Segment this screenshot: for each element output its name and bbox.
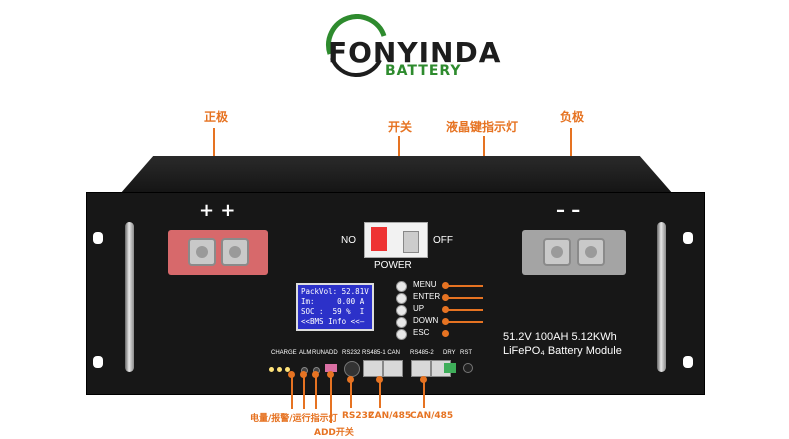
switch-off-label: OFF <box>433 235 453 246</box>
up-button[interactable] <box>396 305 407 316</box>
leds-leader-line <box>291 373 293 409</box>
power-breaker[interactable] <box>364 222 428 258</box>
add-dip-switch[interactable] <box>325 364 337 372</box>
key-leader-line <box>445 297 483 299</box>
rs232-leader-line <box>350 378 352 408</box>
spec-line-2: LiFePO₄ Battery Module <box>503 345 622 357</box>
menu-button[interactable] <box>396 281 407 292</box>
leds-leader-dot <box>288 371 295 378</box>
rs485-2-port-a[interactable] <box>411 360 431 377</box>
rst-label: RST <box>460 350 472 356</box>
charge-led-icon <box>285 367 290 372</box>
leds-leader-line <box>315 373 317 409</box>
logo-subtitle: BATTERY <box>385 63 462 79</box>
rs485-1-label: RS485-1 CAN <box>362 350 401 356</box>
esc-label: ESC <box>413 328 430 337</box>
dry-label: DRY <box>443 350 456 356</box>
down-label: DOWN <box>413 316 439 325</box>
dry-contact[interactable] <box>444 363 456 373</box>
charge-led-icon <box>269 367 274 372</box>
enter-label: ENTER <box>413 292 441 301</box>
key-leader-dot <box>442 294 449 301</box>
key-leader-line <box>445 309 483 311</box>
charge-label: CHARGE <box>271 350 297 356</box>
enter-button[interactable] <box>396 293 407 304</box>
lcd-line: Im: 0.00 A <box>301 297 365 306</box>
can485-a-leader-dot <box>376 376 383 383</box>
negative-signs: – – <box>556 200 581 221</box>
leds-annotation: 电量/报警/运行指示灯 <box>250 414 338 424</box>
negative-leader-line <box>570 128 572 166</box>
key-leader-line <box>445 285 483 287</box>
lcd-display: PackVol: 52.81V Im: 0.00 A SOC : 59 % I … <box>296 283 374 331</box>
breaker-red-icon <box>371 227 387 251</box>
lcd-line: <<BMS Info <<— <box>301 317 365 326</box>
can485-b-leader-dot <box>420 376 427 383</box>
leds-leader-dot <box>312 371 319 378</box>
menu-label: MENU <box>413 280 437 289</box>
logo-swoosh-icon <box>326 14 387 78</box>
key-leader-dot <box>442 306 449 313</box>
bolt-icon <box>543 238 571 266</box>
key-leader-dot <box>442 282 449 289</box>
right-handle[interactable] <box>657 222 666 372</box>
mount-hole <box>683 356 693 368</box>
rs485-2-label: RS485-2 <box>410 350 434 356</box>
lcd-keys-annotation: 液晶键指示灯 <box>446 120 519 134</box>
add-leader-dot <box>327 371 334 378</box>
mount-hole <box>93 356 103 368</box>
leds-leader-dot <box>300 371 307 378</box>
can485-b-leader-line <box>423 378 425 408</box>
positive-terminal <box>168 230 268 275</box>
left-handle[interactable] <box>125 222 134 372</box>
positive-annotation: 正极 <box>204 110 229 124</box>
lcd-line: SOC : 59 % I <box>301 307 365 316</box>
can485-b-annotation: CAN/485 <box>410 411 454 421</box>
add-annotation: ADD开关 <box>314 428 354 438</box>
rs485-1-port[interactable] <box>363 360 383 377</box>
key-leader-dot <box>442 330 449 337</box>
rs232-leader-dot <box>347 376 354 383</box>
rs232-label: RS232 <box>342 350 361 356</box>
up-label: UP <box>413 304 425 313</box>
can485-a-leader-line <box>379 378 381 408</box>
down-button[interactable] <box>396 317 407 328</box>
leds-leader-line <box>303 373 305 409</box>
breaker-lever-icon[interactable] <box>403 231 419 253</box>
rs232-annotation: RS232 <box>342 411 375 421</box>
bolt-icon <box>188 238 216 266</box>
alm-label: ALM <box>299 350 312 356</box>
mount-hole <box>683 232 693 244</box>
rs232-port[interactable] <box>344 361 360 377</box>
charge-led-icon <box>277 367 282 372</box>
positive-signs: + + <box>199 200 236 221</box>
add-label: ADD <box>325 350 338 356</box>
lcd-line: PackVol: 52.81V <box>301 287 369 296</box>
switch-annotation: 开关 <box>388 120 413 134</box>
bolt-icon <box>577 238 605 266</box>
key-leader-line <box>445 321 483 323</box>
mount-hole <box>93 232 103 244</box>
bolt-icon <box>221 238 249 266</box>
add-leader-line <box>330 373 332 423</box>
spec-line-1: 51.2V 100AH 5.12KWh <box>503 331 617 343</box>
esc-button[interactable] <box>396 329 407 340</box>
key-leader-dot <box>442 318 449 325</box>
can-port[interactable] <box>383 360 403 377</box>
negative-terminal <box>522 230 626 275</box>
switch-on-label: NO <box>341 235 356 246</box>
negative-annotation: 负极 <box>560 110 585 124</box>
logo-name: FONYINDA <box>328 36 502 69</box>
positive-leader-line <box>213 128 215 166</box>
can485-a-annotation: CAN/485 <box>368 411 412 421</box>
logo <box>320 14 460 84</box>
module-top <box>120 156 673 194</box>
power-label: POWER <box>374 260 412 271</box>
rst-button[interactable] <box>463 363 473 373</box>
run-label: RUN <box>312 350 325 356</box>
